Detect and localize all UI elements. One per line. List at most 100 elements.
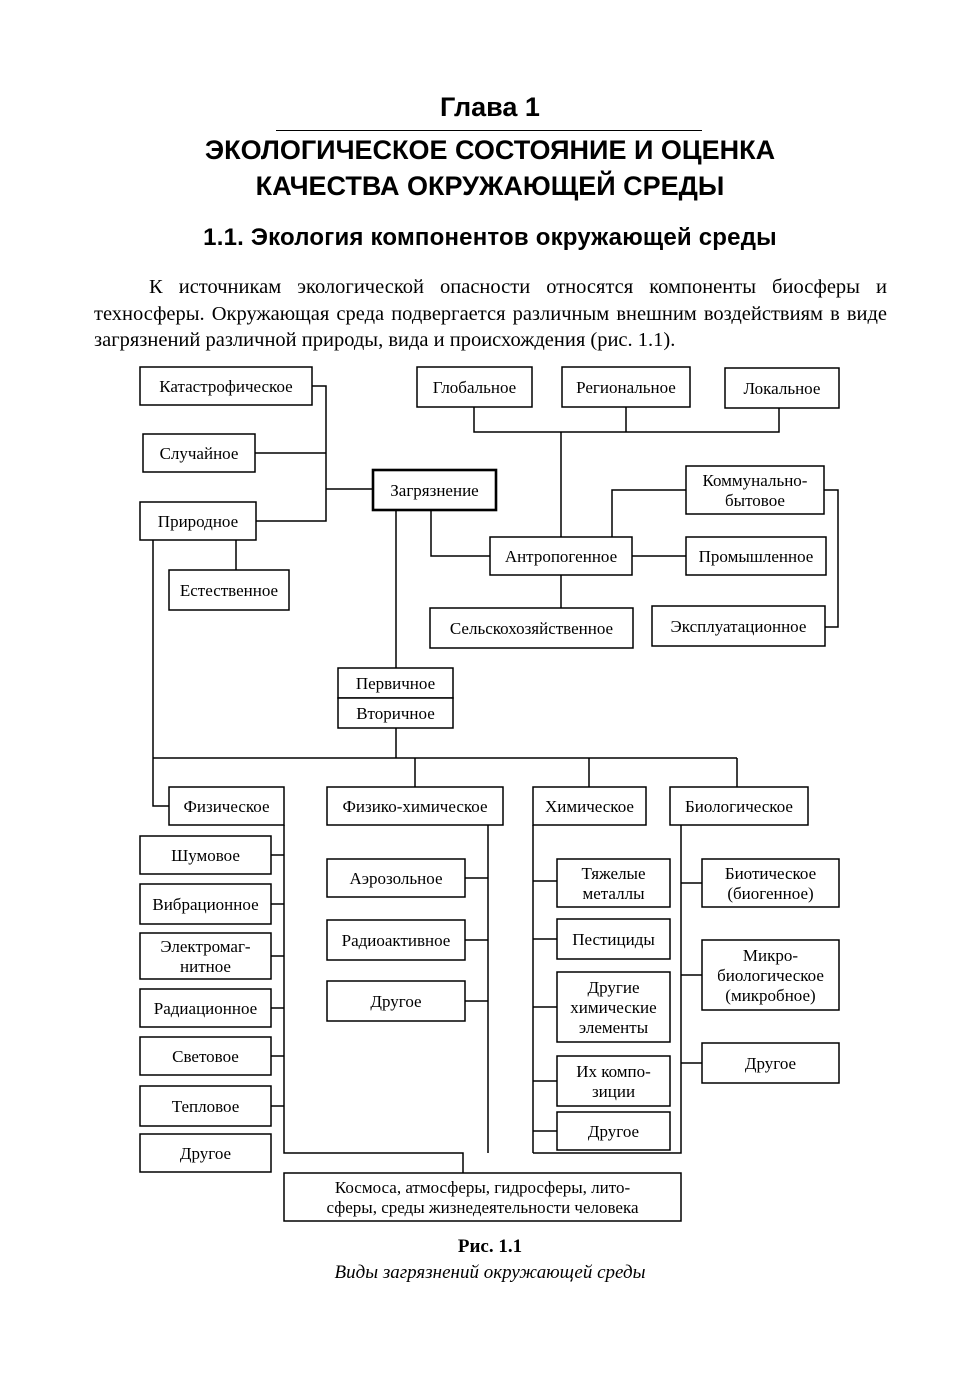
node-box bbox=[489, 536, 633, 576]
node-random: Случайное bbox=[142, 433, 256, 473]
node-label: Радиационное bbox=[154, 999, 257, 1018]
node-label: Природное bbox=[158, 512, 238, 531]
node-label: Химическое bbox=[545, 797, 634, 816]
node-box bbox=[701, 1042, 840, 1084]
node-label: Региональное bbox=[576, 378, 676, 397]
node-label: Другое bbox=[180, 1144, 231, 1163]
node-label: Локальное bbox=[744, 379, 821, 398]
node-box bbox=[139, 932, 272, 980]
connector-line bbox=[430, 510, 490, 557]
node-box bbox=[168, 786, 285, 826]
node-box bbox=[429, 607, 634, 649]
node-box bbox=[701, 858, 840, 908]
node-box bbox=[139, 1036, 272, 1076]
node-label: сферы, среды жизнедеятельности человека bbox=[326, 1198, 639, 1217]
node-label: Электромаг- bbox=[160, 937, 251, 956]
node-bio-other: Другое bbox=[701, 1042, 840, 1084]
node-pesticides: Пестициды bbox=[556, 918, 671, 960]
node-phys-other: Другое bbox=[139, 1133, 272, 1173]
node-box bbox=[326, 919, 466, 961]
node-label: химические bbox=[570, 998, 656, 1017]
chapter-title-line-1: ЭКОЛОГИЧЕСКОЕ СОСТОЯНИЕ И ОЦЕНКА bbox=[204, 135, 776, 165]
node-box bbox=[326, 980, 466, 1022]
node-radioactive: Радиоактивное bbox=[326, 919, 466, 961]
node-box bbox=[701, 939, 840, 1011]
node-label: Биотическое bbox=[725, 864, 816, 883]
node-label: Аэрозольное bbox=[349, 869, 442, 888]
node-thermal: Тепловое bbox=[139, 1085, 272, 1127]
node-vibration: Вибрационное bbox=[139, 883, 272, 925]
node-box bbox=[561, 366, 691, 408]
node-label: элементы bbox=[579, 1018, 649, 1037]
node-agricultural: Сельскохозяйственное bbox=[429, 607, 634, 649]
node-label: зиции bbox=[592, 1082, 635, 1101]
chapter-rule bbox=[276, 130, 702, 131]
node-label: Радиоактивное bbox=[342, 931, 451, 950]
node-label: Космоса, атмосферы, гидросферы, лито- bbox=[335, 1178, 631, 1197]
node-microbial: Микро-биологическое(микробное) bbox=[701, 939, 840, 1011]
node-pollution: Загрязнение bbox=[371, 468, 498, 512]
node-chem-other: Другое bbox=[556, 1111, 671, 1151]
node-label: Коммунально- bbox=[703, 471, 808, 490]
node-box bbox=[556, 971, 671, 1043]
node-label: Другое bbox=[745, 1054, 796, 1073]
node-box bbox=[139, 988, 272, 1028]
node-biotic: Биотическое(биогенное) bbox=[701, 858, 840, 908]
node-box bbox=[168, 569, 290, 611]
node-box bbox=[669, 786, 809, 826]
node-box bbox=[651, 605, 826, 647]
node-pc-other: Другое bbox=[326, 980, 466, 1022]
node-box bbox=[685, 465, 825, 515]
node-box bbox=[724, 367, 840, 409]
node-box bbox=[139, 1133, 272, 1173]
node-label: Световое bbox=[172, 1047, 239, 1066]
node-label: Первичное bbox=[356, 674, 435, 693]
node-aerosol: Аэрозольное bbox=[326, 858, 466, 898]
node-box bbox=[532, 786, 647, 826]
node-label: Сельскохозяйственное bbox=[450, 619, 613, 638]
node-box bbox=[326, 858, 466, 898]
node-label: (биогенное) bbox=[727, 884, 813, 903]
node-label: Естественное bbox=[180, 581, 278, 600]
node-label: металлы bbox=[582, 884, 645, 903]
figure-number: Рис. 1.1 bbox=[457, 1236, 523, 1257]
node-chemical: Химическое bbox=[532, 786, 647, 826]
node-label: Эксплуатационное bbox=[671, 617, 807, 636]
connector-line bbox=[283, 825, 464, 1173]
node-label: Вторичное bbox=[356, 704, 435, 723]
node-box bbox=[283, 1172, 682, 1222]
node-label: Тяжелые bbox=[581, 864, 645, 883]
node-box bbox=[326, 786, 504, 826]
node-box bbox=[556, 918, 671, 960]
node-natural: Природное bbox=[139, 501, 257, 541]
node-biological: Биологическое bbox=[669, 786, 809, 826]
node-box bbox=[139, 835, 272, 875]
node-label: нитное bbox=[180, 957, 231, 976]
node-anthropogenic: Антропогенное bbox=[489, 536, 633, 576]
node-light: Световое bbox=[139, 1036, 272, 1076]
node-regional: Региональное bbox=[561, 366, 691, 408]
node-radiation: Радиационное bbox=[139, 988, 272, 1028]
node-local: Локальное bbox=[724, 367, 840, 409]
node-label: Случайное bbox=[160, 444, 239, 463]
node-label: Промышленное bbox=[699, 547, 814, 566]
node-box bbox=[556, 1111, 671, 1151]
node-label: Тепловое bbox=[172, 1097, 240, 1116]
node-box bbox=[337, 697, 454, 729]
section-title: 1.1. Экология компонентов окружающей сре… bbox=[203, 224, 777, 251]
node-box bbox=[371, 468, 498, 512]
node-operational: Эксплуатационное bbox=[651, 605, 826, 647]
node-inherent: Естественное bbox=[168, 569, 290, 611]
node-physical: Физическое bbox=[168, 786, 285, 826]
node-label: Другое bbox=[370, 992, 421, 1011]
node-box bbox=[139, 1085, 272, 1127]
node-compositions: Их компо-зиции bbox=[556, 1055, 671, 1107]
node-label: (микробное) bbox=[725, 986, 815, 1005]
node-label: Другое bbox=[588, 1122, 639, 1141]
node-label: Антропогенное bbox=[505, 547, 617, 566]
node-label: Биологическое bbox=[685, 797, 793, 816]
node-label: Пестициды bbox=[572, 930, 655, 949]
